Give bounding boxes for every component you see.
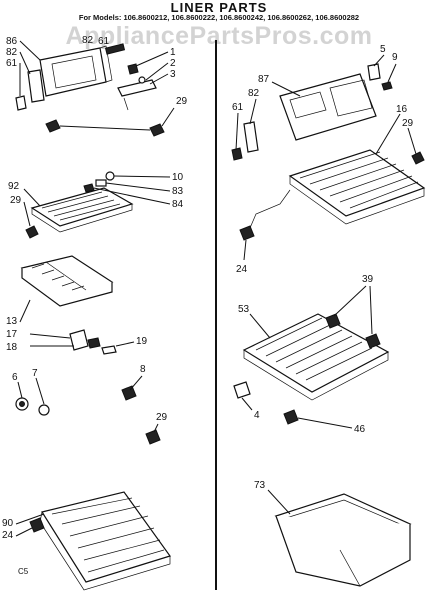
clip-24-right bbox=[239, 225, 255, 241]
leader-17 bbox=[29, 333, 71, 339]
callout-82-mid: 82 bbox=[82, 35, 94, 46]
callout-61-left: 61 bbox=[6, 58, 18, 69]
callout-29-a: 29 bbox=[176, 96, 188, 107]
leader-6 bbox=[17, 381, 23, 399]
bracket-5-9 bbox=[367, 63, 393, 91]
callout-29-c: 29 bbox=[156, 412, 168, 423]
callout-39: 39 bbox=[362, 274, 374, 285]
clip-4 bbox=[233, 381, 251, 399]
clip-29-right bbox=[411, 151, 425, 165]
clip-8 bbox=[121, 385, 137, 401]
callout-82-left: 82 bbox=[6, 47, 18, 58]
callout-61-right: 61 bbox=[232, 102, 244, 113]
callout-7: 7 bbox=[32, 368, 38, 379]
callout-8: 8 bbox=[140, 364, 146, 375]
footer-code: C5 bbox=[18, 567, 29, 576]
clip-24-left bbox=[29, 517, 45, 533]
leader-24-right bbox=[249, 189, 291, 229]
callout-29-b: 29 bbox=[10, 195, 22, 206]
callout-92: 92 bbox=[8, 181, 20, 192]
callout-84: 84 bbox=[172, 199, 184, 210]
leader-lines bbox=[15, 40, 417, 537]
callout-13: 13 bbox=[6, 316, 18, 327]
ice-tray-13 bbox=[20, 255, 114, 307]
callout-46: 46 bbox=[354, 424, 366, 435]
callout-73: 73 bbox=[254, 480, 266, 491]
leader-19 bbox=[115, 341, 135, 347]
callout-17: 17 bbox=[6, 329, 18, 340]
clip-39-b bbox=[365, 333, 381, 349]
shelf-53 bbox=[242, 313, 390, 401]
callout-3: 3 bbox=[170, 69, 176, 80]
callout-9: 9 bbox=[392, 52, 398, 63]
small-parts-10-83-84 bbox=[83, 171, 115, 193]
callout-86: 86 bbox=[6, 36, 18, 47]
crisper-pan-73 bbox=[274, 493, 412, 587]
callout-5: 5 bbox=[380, 44, 386, 55]
control-panel-assembly bbox=[15, 43, 126, 111]
callout-83: 83 bbox=[172, 186, 184, 197]
callout-16: 16 bbox=[396, 104, 408, 115]
callout-4: 4 bbox=[254, 410, 260, 421]
clip-29-top bbox=[149, 123, 165, 137]
callout-61-mid: 61 bbox=[98, 36, 110, 47]
clip-29-lower bbox=[145, 429, 161, 445]
leader-clip bbox=[59, 125, 151, 131]
knob-7 bbox=[38, 404, 50, 416]
clip-29-mid bbox=[25, 225, 39, 239]
hinge-bracket-parts bbox=[117, 63, 157, 111]
control-panel-87 bbox=[279, 73, 377, 141]
callout-82-right: 82 bbox=[248, 88, 260, 99]
callout-29-d: 29 bbox=[402, 118, 414, 129]
clip-29-left bbox=[45, 119, 61, 133]
callout-10: 10 bbox=[172, 172, 184, 183]
leader-7 bbox=[35, 377, 45, 405]
callout-18: 18 bbox=[6, 342, 18, 353]
shelf-16 bbox=[288, 149, 426, 225]
callout-1: 1 bbox=[170, 47, 176, 58]
shelf-92 bbox=[30, 187, 134, 233]
callout-19: 19 bbox=[136, 336, 148, 347]
bracket-82-61 bbox=[231, 121, 259, 161]
callout-24-left: 24 bbox=[2, 530, 14, 541]
callout-90: 90 bbox=[2, 518, 14, 529]
callout-87: 87 bbox=[258, 74, 270, 85]
callout-6: 6 bbox=[12, 372, 18, 383]
clip-39-a bbox=[325, 313, 341, 329]
wire-basket-90 bbox=[39, 491, 171, 591]
clip-46 bbox=[283, 409, 299, 425]
callout-24-right: 24 bbox=[236, 264, 248, 275]
callout-53: 53 bbox=[238, 304, 250, 315]
callout-2: 2 bbox=[170, 58, 176, 69]
small-parts-17-18-19 bbox=[29, 329, 135, 355]
diagram-title: LINER PARTS bbox=[170, 0, 268, 15]
model-list: For Models: 106.8600212, 106.8600222, 10… bbox=[78, 13, 360, 22]
